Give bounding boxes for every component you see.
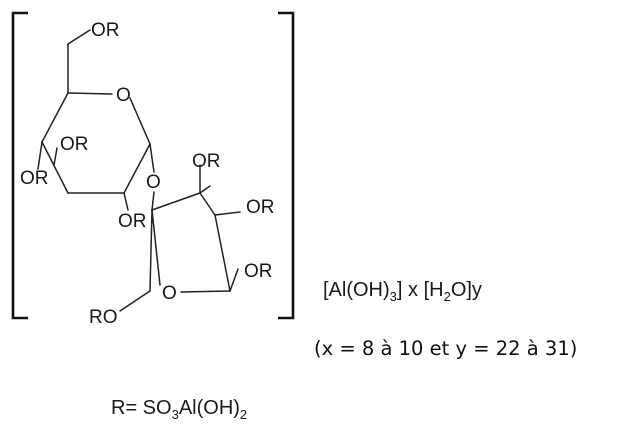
atom-or-fru-6: OR (244, 261, 273, 282)
complex-formula: [Al(OH)3] x [H2O]y (323, 279, 482, 304)
r-group-definition: R= SO3Al(OH)2 (111, 397, 247, 422)
right-bracket (278, 11, 295, 320)
atom-or-top: OR (91, 20, 120, 41)
atom-labels: OR O OR OR OR O OR OR OR O RO (20, 20, 275, 328)
atom-o-glycosidic: O (146, 172, 161, 193)
atom-or-fru-3: OR (192, 151, 221, 172)
fructose-ring-bonds (119, 164, 241, 312)
atom-or-fru-4: OR (246, 197, 275, 218)
glucose-ring-bonds (37, 29, 155, 211)
atom-or-glc-3: OR (60, 134, 89, 155)
atom-or-glc-4: OR (20, 168, 49, 189)
left-bracket (11, 11, 28, 320)
atom-ring-o-glucose: O (116, 85, 131, 106)
atom-or-glc-2: OR (118, 211, 147, 232)
atom-ro-fru-1: RO (89, 307, 118, 328)
condition-note: (x = 8 à 10 et y = 22 à 31) (314, 337, 577, 360)
atom-ring-o-fructose: O (162, 283, 177, 304)
